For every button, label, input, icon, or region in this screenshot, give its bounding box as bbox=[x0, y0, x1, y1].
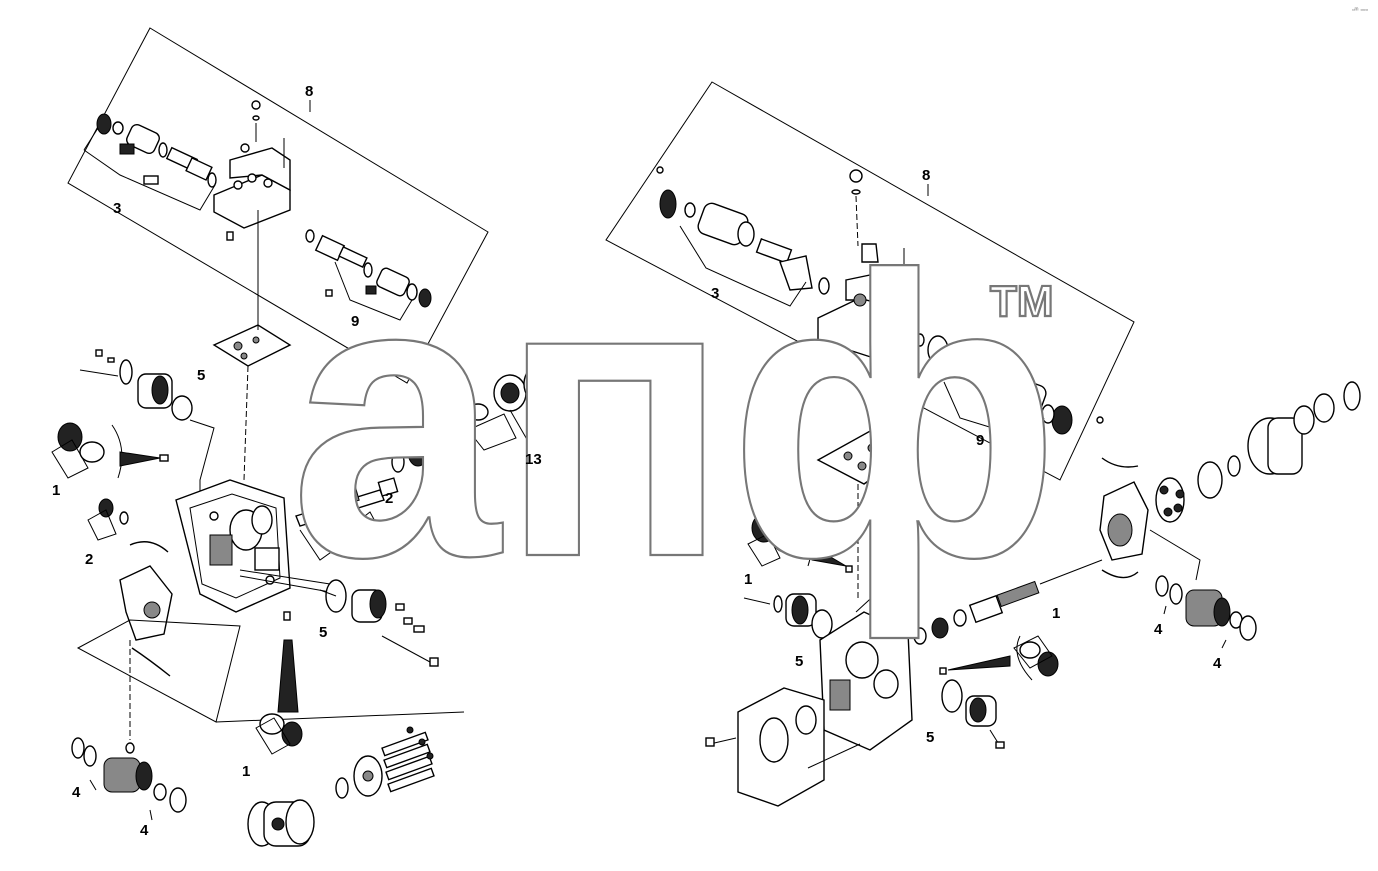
callout-labels: 8 3 9 5 1 13 2 2 5 1 4 4 8 3 9 1 1 5 5 4… bbox=[52, 83, 1222, 839]
left-rotating-group bbox=[247, 726, 435, 847]
label-right-4a: 4 bbox=[1154, 621, 1163, 638]
label-left-4b: 4 bbox=[140, 822, 149, 839]
left-solenoid-9 bbox=[305, 229, 432, 321]
left-part-4 bbox=[71, 737, 187, 821]
label-left-5b: 5 bbox=[319, 624, 327, 641]
right-solenoid-9 bbox=[915, 333, 1104, 441]
label-left-3: 3 bbox=[113, 200, 121, 217]
label-left-1b: 1 bbox=[242, 763, 250, 780]
right-valve-block bbox=[817, 169, 913, 381]
right-swash-cylinder bbox=[1099, 381, 1361, 581]
watermark: апф TM bbox=[289, 192, 1061, 644]
left-main-housing bbox=[175, 479, 331, 613]
label-right-4b: 4 bbox=[1213, 655, 1222, 672]
left-swash-parts bbox=[76, 541, 241, 754]
left-gasket bbox=[212, 210, 292, 481]
label-right-5b: 5 bbox=[926, 729, 934, 746]
right-assembly bbox=[605, 81, 1361, 807]
left-shaft bbox=[295, 365, 553, 527]
left-solenoid-3 bbox=[83, 113, 217, 211]
right-main-housing bbox=[705, 611, 913, 807]
left-part-2-right bbox=[299, 511, 385, 561]
label-left-1a: 1 bbox=[52, 482, 60, 499]
left-valve-block bbox=[213, 100, 291, 241]
left-part-5-upper bbox=[79, 349, 215, 494]
label-right-3: 3 bbox=[711, 285, 719, 302]
left-part-1-lower bbox=[215, 611, 465, 755]
label-left-2b: 2 bbox=[85, 551, 93, 568]
label-left-9: 9 bbox=[351, 313, 359, 330]
right-part-1-upper bbox=[747, 513, 853, 573]
label-right-8: 8 bbox=[922, 167, 930, 184]
label-right-5a: 5 bbox=[795, 653, 803, 670]
watermark-logo: апф bbox=[290, 193, 1060, 643]
label-left-13: 13 bbox=[525, 451, 542, 468]
left-part-1-upper bbox=[51, 422, 169, 479]
label-right-1a: 1 bbox=[744, 571, 752, 588]
right-control-frame bbox=[605, 81, 1135, 481]
label-right-1b: 1 bbox=[1052, 605, 1060, 622]
corner-mark: ▫ᵐ ▫▫▫ bbox=[1352, 7, 1368, 14]
right-gasket bbox=[816, 429, 914, 613]
left-assembly bbox=[51, 27, 553, 847]
right-part-5-upper bbox=[743, 593, 833, 639]
label-left-5a: 5 bbox=[197, 367, 205, 384]
right-part-5-lower bbox=[941, 679, 1005, 749]
right-solenoid-3 bbox=[656, 166, 830, 307]
right-shaft bbox=[913, 559, 1103, 645]
label-left-4a: 4 bbox=[72, 784, 81, 801]
right-part-1-lower bbox=[939, 635, 1059, 681]
right-part-4 bbox=[1155, 575, 1257, 649]
left-part-2-left bbox=[87, 498, 129, 541]
label-left-8: 8 bbox=[305, 83, 313, 100]
label-right-9: 9 bbox=[976, 432, 984, 449]
label-left-2a: 2 bbox=[385, 490, 393, 507]
left-part-5-lower bbox=[319, 579, 439, 667]
watermark-trademark: TM bbox=[990, 277, 1054, 326]
